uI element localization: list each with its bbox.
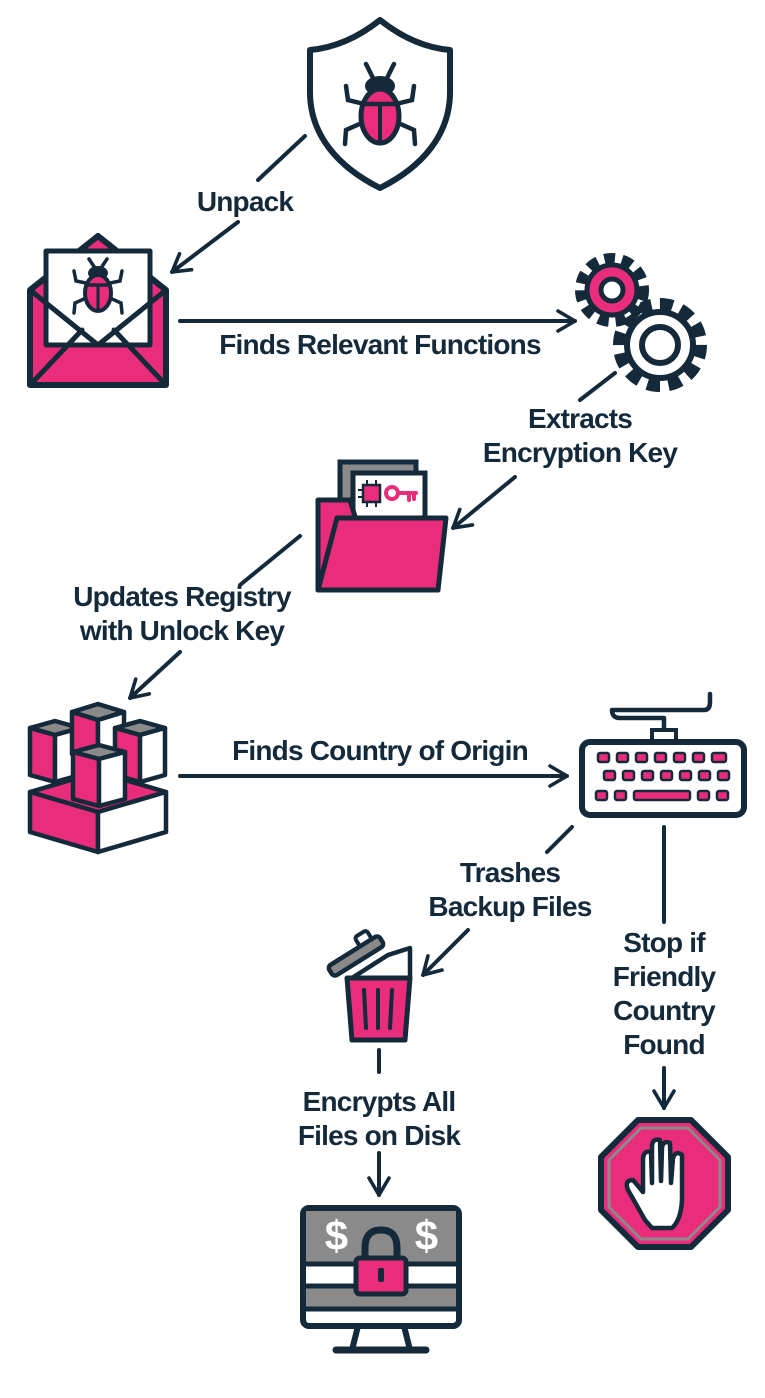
label-updates-registry-line1: Updates Registry <box>73 581 291 612</box>
label-unpack: Unpack <box>170 185 320 219</box>
dollar-right-text: $ <box>414 1212 438 1259</box>
label-extracts-line2: Encryption Key <box>482 437 678 468</box>
label-updates-registry: Updates Registry with Unlock Key <box>52 580 312 648</box>
email-bug-icon <box>27 233 169 388</box>
label-trashes-line1: Trashes <box>459 857 561 888</box>
label-trashes-backup: Trashes Backup Files <box>410 856 610 924</box>
label-unpack-text: Unpack <box>196 186 294 217</box>
label-extracts-line1: Extracts <box>527 403 633 434</box>
label-finds-relevant-functions-text: Finds Relevant Functions <box>219 329 541 360</box>
label-stop-friendly: Stop if Friendly Country Found <box>589 926 739 1062</box>
computer-lock-icon <box>300 1205 462 1354</box>
label-encrypts-files: Encrypts All Files on Disk <box>279 1085 479 1153</box>
blocks-icon <box>27 701 169 855</box>
label-stop-line4: Found <box>623 1029 705 1060</box>
label-finds-country: Finds Country of Origin <box>210 734 550 768</box>
gears-icon <box>575 253 707 392</box>
stop-hand-icon <box>598 1117 731 1250</box>
folder-key-icon <box>315 459 449 593</box>
arrow-registry <box>128 650 182 700</box>
label-finds-country-text: Finds Country of Origin <box>232 735 529 766</box>
dollar-sign-left: $ <box>318 1213 354 1259</box>
trash-icon <box>326 929 413 1043</box>
arrow-unpack <box>170 220 240 274</box>
shield-bug-icon <box>307 17 453 191</box>
label-updates-registry-line2: with Unlock Key <box>79 615 285 646</box>
label-finds-relevant-functions: Finds Relevant Functions <box>200 328 560 362</box>
dollar-sign-right: $ <box>408 1213 444 1259</box>
label-extracts-key: Extracts Encryption Key <box>460 402 700 470</box>
arrow-registry-upper <box>238 534 302 587</box>
label-stop-line3: Country <box>613 995 716 1026</box>
label-stop-line2: Friendly <box>612 961 716 992</box>
label-encrypts-line1: Encrypts All <box>302 1086 457 1117</box>
label-encrypts-line2: Files on Disk <box>297 1120 461 1151</box>
arrow-unpack-upper <box>256 134 307 182</box>
arrow-trash-upper <box>545 825 574 854</box>
label-trashes-line2: Backup Files <box>428 891 592 922</box>
keyboard-icon <box>579 691 747 818</box>
arrow-trash <box>421 928 470 977</box>
arrow-extract-upper <box>578 371 617 402</box>
arrow-extract-key <box>451 475 517 530</box>
dollar-left-text: $ <box>324 1212 348 1259</box>
label-stop-line1: Stop if <box>623 927 705 958</box>
connectors <box>128 134 676 1197</box>
